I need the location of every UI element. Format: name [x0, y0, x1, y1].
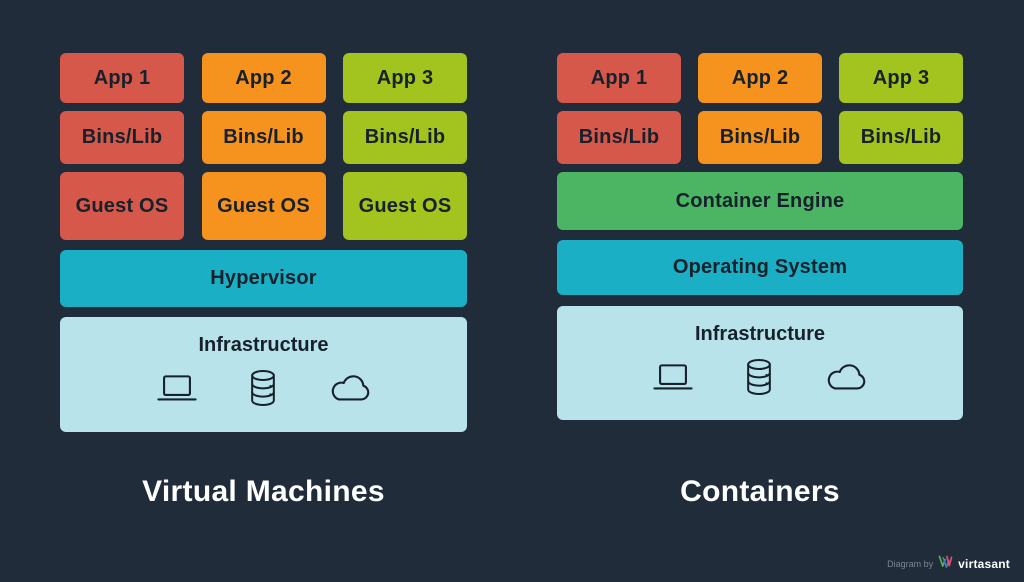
- vm-binslib1-box: Bins/Lib: [60, 111, 184, 164]
- vm-binslib3-box: Bins/Lib: [343, 111, 467, 164]
- ct-app3-box: App 3: [839, 53, 963, 103]
- ct-binslib3-box: Bins/Lib: [839, 111, 963, 164]
- database-icon: [744, 357, 774, 397]
- vm-app3-box: App 3: [343, 53, 467, 103]
- virtual-machines-title: Virtual Machines: [142, 475, 385, 508]
- database-icon: [248, 368, 278, 408]
- cloud-icon: [824, 362, 868, 392]
- ct-infrastructure-box: Infrastructure: [557, 306, 963, 420]
- ct-binslib2-box: Bins/Lib: [698, 111, 822, 164]
- ct-app2-box: App 2: [698, 53, 822, 103]
- cloud-icon: [328, 373, 372, 403]
- virtasant-wordmark: virtasant: [958, 557, 1010, 571]
- virtual-machines-stack: App 1 App 2 App 3 Bins/Lib Bins/Lib Bins…: [60, 53, 467, 432]
- containers-stack: App 1 App 2 App 3 Bins/Lib Bins/Lib Bins…: [557, 53, 963, 420]
- vm-guestos-row: Guest OS Guest OS Guest OS: [60, 172, 467, 240]
- vm-binslib2-box: Bins/Lib: [201, 111, 326, 164]
- vm-app1-box: App 1: [60, 53, 184, 103]
- ct-app-row: App 1 App 2 App 3: [557, 53, 963, 103]
- vm-guestos3-box: Guest OS: [343, 172, 467, 240]
- ct-infrastructure-icons: [652, 357, 868, 397]
- vm-app2-box: App 2: [201, 53, 326, 103]
- container-engine-box: Container Engine: [557, 172, 963, 230]
- virtasant-w-logo-icon: [938, 555, 953, 573]
- ct-binslib1-box: Bins/Lib: [557, 111, 681, 164]
- ct-binslib-row: Bins/Lib Bins/Lib Bins/Lib: [557, 111, 963, 164]
- vm-binslib-row: Bins/Lib Bins/Lib Bins/Lib: [60, 111, 467, 164]
- vm-infrastructure-label: Infrastructure: [198, 334, 329, 356]
- ct-infrastructure-label: Infrastructure: [694, 323, 826, 345]
- vm-guestos1-box: Guest OS: [60, 172, 184, 240]
- footer-credit: Diagram by virtasant: [887, 555, 1010, 573]
- laptop-icon: [156, 372, 198, 405]
- vm-guestos2-box: Guest OS: [201, 172, 326, 240]
- diagram-by-label: Diagram by: [887, 559, 934, 569]
- vm-app-row: App 1 App 2 App 3: [60, 53, 467, 103]
- containers-title: Containers: [680, 475, 840, 508]
- vm-infrastructure-box: Infrastructure: [60, 317, 467, 432]
- laptop-icon: [652, 361, 694, 394]
- ct-app1-box: App 1: [557, 53, 681, 103]
- hypervisor-box: Hypervisor: [60, 250, 467, 307]
- operating-system-box: Operating System: [557, 240, 963, 295]
- vm-infrastructure-icons: [156, 368, 372, 408]
